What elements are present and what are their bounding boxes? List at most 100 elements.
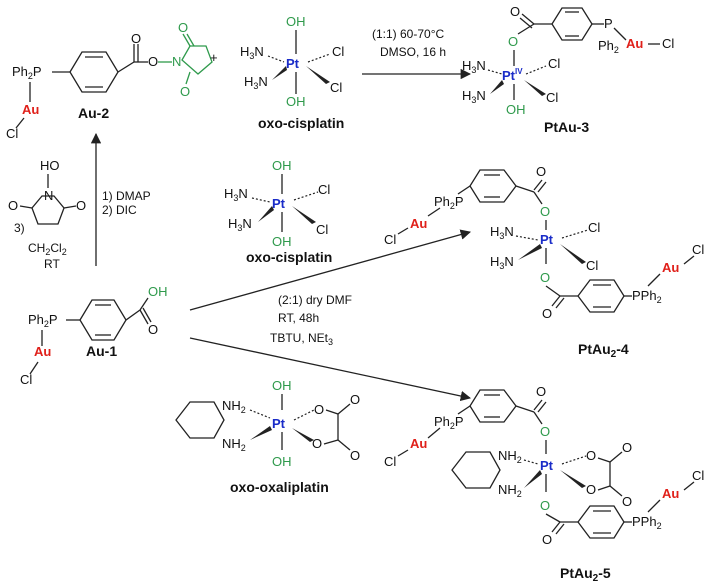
au-label: Au bbox=[410, 436, 427, 451]
condition-top-2: DMSO, 16 h bbox=[380, 45, 446, 59]
o-label: O bbox=[510, 4, 520, 19]
o-label: O bbox=[76, 198, 86, 213]
oxo-cisplatin-mid: OH Pt OH H3N H3N Cl Cl oxo-cisplatin bbox=[224, 158, 332, 265]
oxo-oxaliplatin-label: oxo-oxaliplatin bbox=[230, 479, 329, 495]
reaction-arrow-mid-down bbox=[189, 337, 472, 402]
p-label: P bbox=[604, 16, 613, 31]
o-label: O bbox=[148, 322, 158, 337]
ptau2-4-structure: O O Ph2P Au Cl Pt H3N H3N Cl Cl O O bbox=[384, 164, 704, 360]
cl-label: Cl bbox=[662, 36, 674, 51]
h3n-label: H3N bbox=[228, 216, 252, 233]
o-label: O bbox=[540, 498, 550, 513]
o-label: O bbox=[540, 424, 550, 439]
oxo-cisplatin-label: oxo-cisplatin bbox=[246, 249, 332, 265]
h3n-label: H3N bbox=[462, 58, 486, 75]
condition-left-solvent: CH2Cl2 bbox=[28, 241, 67, 257]
nh2-label: NH2 bbox=[222, 436, 246, 453]
o-label: O bbox=[536, 164, 546, 179]
oh-label: OH bbox=[272, 158, 292, 173]
cl-label: Cl bbox=[384, 454, 396, 469]
au-label: Au bbox=[626, 36, 643, 51]
o-label: O bbox=[542, 532, 552, 547]
oh-label: OH bbox=[148, 284, 168, 299]
oxo-cisplatin-label: oxo-cisplatin bbox=[258, 115, 344, 131]
cl-label: Cl bbox=[332, 44, 344, 59]
condition-mid-3: TBTU, NEt3 bbox=[270, 331, 333, 347]
condition-left-2: 2) DIC bbox=[102, 203, 137, 217]
cl-label: Cl bbox=[330, 80, 342, 95]
cl-label: Cl bbox=[546, 90, 558, 105]
condition-top-1: (1:1) 60-70°C bbox=[372, 27, 444, 41]
oxo-oxaliplatin-structure: OH Pt OH NH2 NH2 O O O O oxo-oxaliplatin bbox=[175, 378, 360, 495]
au-label: Au bbox=[410, 216, 427, 231]
au-label: Au bbox=[662, 260, 679, 275]
h3n-label: H3N bbox=[244, 74, 268, 91]
oh-label: OH bbox=[506, 102, 526, 117]
au-label: Au bbox=[22, 102, 39, 117]
o-ester-label: O bbox=[148, 54, 158, 69]
o-label: O bbox=[586, 482, 596, 497]
pt-label: Pt bbox=[286, 56, 300, 71]
cl-label: Cl bbox=[548, 56, 560, 71]
o-label: O bbox=[178, 20, 188, 35]
pt-label: Pt bbox=[540, 232, 554, 247]
ph2-label: Ph2 bbox=[598, 38, 619, 55]
ph2p-label: Ph2P bbox=[28, 312, 58, 329]
o-label: O bbox=[350, 448, 360, 463]
h3n-label: H3N bbox=[490, 224, 514, 241]
pt-label: Pt bbox=[540, 458, 554, 473]
condition-left-1: 1) DMAP bbox=[102, 189, 151, 203]
o-label: O bbox=[540, 270, 550, 285]
h3n-label: H3N bbox=[224, 186, 248, 203]
ptau3-structure: O O P Ph2 Au Cl PtIV H3N H3N Cl Cl OH Pt… bbox=[462, 4, 674, 135]
ptau2-4-label: PtAu2-4 bbox=[578, 341, 629, 360]
condition-mid-2: RT, 48h bbox=[278, 311, 319, 325]
cl-label: Cl bbox=[586, 258, 598, 273]
nhs-structure: HO N O O 3) bbox=[8, 158, 86, 235]
ptau2-5-label: PtAu2-5 bbox=[560, 565, 611, 584]
au2-label: Au-2 bbox=[78, 105, 109, 121]
h3n-label: H3N bbox=[462, 88, 486, 105]
h3n-label: H3N bbox=[240, 44, 264, 61]
condition-left-3: 3) bbox=[14, 221, 25, 235]
cl-label: Cl bbox=[316, 222, 328, 237]
o-label: O bbox=[542, 306, 552, 321]
oh-label: OH bbox=[286, 14, 306, 29]
cl-label: Cl bbox=[20, 372, 32, 387]
au-label: Au bbox=[662, 486, 679, 501]
pt-label: Pt bbox=[272, 416, 286, 431]
nh2-label: NH2 bbox=[222, 398, 246, 415]
o-label: O bbox=[180, 84, 190, 99]
cl-label: Cl bbox=[588, 220, 600, 235]
oh-label: OH bbox=[272, 454, 292, 469]
cl-label: Cl bbox=[692, 242, 704, 257]
condition-left-rt: RT bbox=[44, 257, 60, 271]
h3n-label: H3N bbox=[490, 254, 514, 271]
o-label: O bbox=[536, 384, 546, 399]
au-label: Au bbox=[34, 344, 51, 359]
cl-label: Cl bbox=[692, 468, 704, 483]
o-label: O bbox=[540, 204, 550, 219]
ptau2-5-structure: O O Ph2P Au Cl Pt NH2 NH2 O O O O O bbox=[384, 384, 704, 584]
ptau3-label: PtAu-3 bbox=[544, 119, 589, 135]
o-label: O bbox=[314, 402, 324, 417]
nh2-label: NH2 bbox=[498, 482, 522, 499]
ho-label: HO bbox=[40, 158, 60, 173]
condition-mid-1: (2:1) dry DMF bbox=[278, 293, 352, 307]
reaction-arrow-mid-up bbox=[189, 229, 472, 311]
pt-label: Pt bbox=[272, 196, 286, 211]
pph2-label: PPh2 bbox=[632, 288, 662, 305]
oh-label: OH bbox=[286, 94, 306, 109]
cl-label: Cl bbox=[384, 232, 396, 247]
o-label: O bbox=[350, 392, 360, 407]
o-label: O bbox=[586, 448, 596, 463]
oxo-cisplatin-top: OH Pt OH H3N H3N Cl Cl oxo-cisplatin bbox=[240, 14, 344, 131]
pt-label: PtIV bbox=[502, 67, 523, 83]
o-label: O bbox=[131, 31, 141, 46]
pph2-label: PPh2 bbox=[632, 514, 662, 531]
au1-structure: Ph2P Au Cl OH O Au-1 bbox=[20, 284, 168, 387]
oh-label: OH bbox=[272, 234, 292, 249]
o-label: O bbox=[312, 436, 322, 451]
o-label: O bbox=[8, 198, 18, 213]
